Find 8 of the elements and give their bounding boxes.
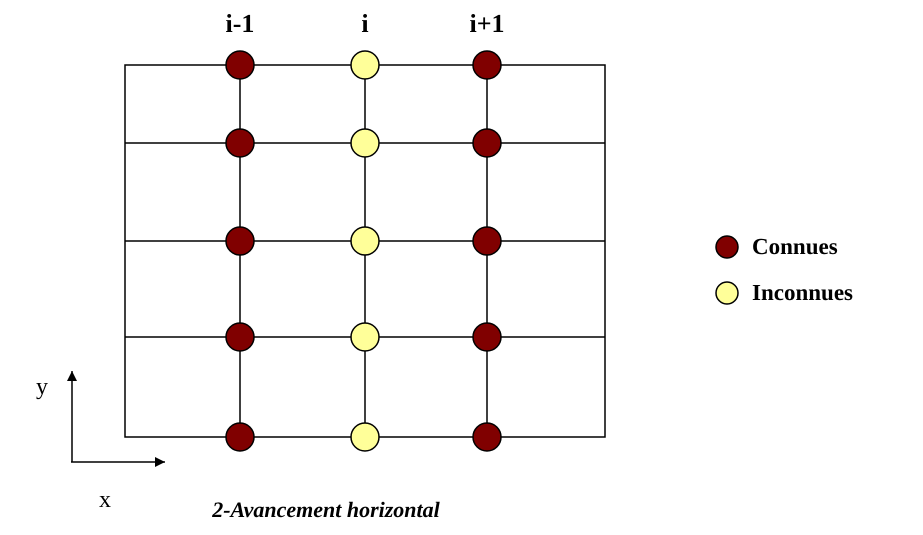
legend-label: Connues: [752, 234, 838, 260]
caption: 2-Avancement horizontal: [212, 499, 440, 521]
column-index-label: i: [361, 11, 369, 37]
axis-label: x: [99, 488, 111, 512]
legend-label: Inconnues: [752, 280, 853, 306]
column-index-label: i-1: [226, 11, 254, 37]
column-index-label: i+1: [469, 11, 505, 37]
axis-label: y: [36, 375, 48, 399]
